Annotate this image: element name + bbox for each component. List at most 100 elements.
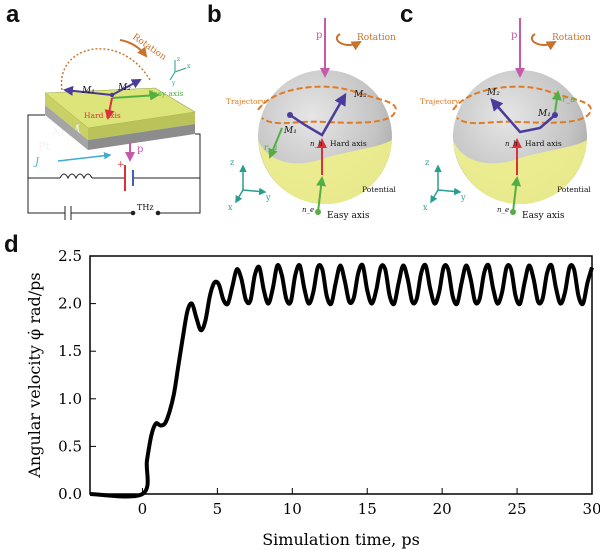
easy-axis-arrow-c <box>511 176 522 213</box>
pt-layer-front <box>88 124 195 150</box>
rotation-arrow-c <box>530 33 557 51</box>
panel-label-a: a <box>6 1 20 28</box>
y-tick-label: 2.5 <box>58 247 82 265</box>
m1-arrow-a <box>63 85 113 96</box>
axis-y-label-b: y <box>265 193 271 202</box>
easy-axis-arrow-b <box>316 176 327 213</box>
plot-frame <box>89 255 593 495</box>
ra-label-c: r_a <box>562 95 575 105</box>
y-tick-label: 0.0 <box>58 485 82 503</box>
ne-label-b: n_e <box>302 206 314 214</box>
axis-y-a <box>169 71 176 81</box>
axis-x-c <box>430 189 439 204</box>
panel-label-b: b <box>207 1 222 28</box>
nh-label-b: n_h <box>310 140 323 148</box>
rotation-label-a: Rotation <box>130 32 168 63</box>
y-axis-label: Angular velocity φ̇ rad/ps <box>25 272 44 478</box>
m2-label-b: M₂ <box>353 90 367 100</box>
x-tick-label: 10 <box>283 500 302 518</box>
rotation-arrow <box>119 39 148 58</box>
p-label-a: p <box>137 144 143 155</box>
thz-terminal-left <box>130 210 136 216</box>
ne-label-c: n_e <box>497 206 509 214</box>
axis-z-label-b: z <box>230 158 234 167</box>
current-label: J <box>33 157 40 168</box>
afm-layer-front <box>88 112 195 140</box>
current-arrow <box>57 151 112 162</box>
x-axis-label: Simulation time, ps <box>262 530 420 549</box>
trajectory-label-c: Trajectory <box>420 97 460 106</box>
angular-velocity-chart: 0 5 10 15 20 25 30 0.0 0.5 1.0 1.5 2.0 2.5 Simulati… <box>25 247 600 549</box>
nh-label-c: n_h <box>505 140 518 148</box>
series-line <box>89 262 594 499</box>
m1-label-a: M₁ <box>81 86 95 96</box>
potential-surface-c <box>453 140 587 204</box>
potential-label-b: Potential <box>362 185 396 194</box>
panel-b: b Potential Trajectory p Rotation M₁ M₂ … <box>207 1 397 221</box>
rotation-label-b: Rotation <box>357 33 396 43</box>
ra-arrow-b <box>268 127 283 159</box>
axis-z-label-a: z <box>177 56 180 63</box>
hard-axis-label-b: Hard axis <box>330 139 367 148</box>
ne-tip-c <box>510 209 516 215</box>
p-label-b: p <box>316 30 322 41</box>
rotation-arc <box>60 48 151 91</box>
thz-label: THz <box>137 203 154 212</box>
panel-label-d: d <box>4 231 19 258</box>
thz-terminal-right <box>155 210 161 216</box>
y-tick-label: 2.0 <box>58 295 82 313</box>
m1-tip-c <box>552 112 558 118</box>
hard-axis-label-c: Hard axis <box>525 139 562 148</box>
m1-tip-b <box>287 112 293 118</box>
x-ticks: 0 5 10 15 20 25 30 <box>138 488 600 518</box>
x-tick-label: 0 <box>138 500 148 518</box>
pt-label: Pt <box>38 140 50 153</box>
axis-x-label-c: x <box>423 203 428 212</box>
rotation-arrow-b <box>335 33 362 51</box>
easy-axis-arrow-a <box>111 90 160 101</box>
m2-arrow-a <box>111 79 142 96</box>
m2-label-c: M₂ <box>486 88 500 98</box>
circuit <box>27 114 201 220</box>
x-tick-label: 5 <box>213 500 223 518</box>
panel-label-c: c <box>400 1 413 28</box>
x-tick-label: 25 <box>508 500 527 518</box>
m-path-c <box>490 98 556 134</box>
m-path-b <box>289 92 347 137</box>
y-tick-label: 0.5 <box>58 437 82 455</box>
hard-axis-label-a: Hard axis <box>84 111 121 120</box>
panel-a: a Rotation z x y AFM Pt M₁ M₂ Easy axis … <box>6 1 201 220</box>
ne-tip-b <box>315 209 321 215</box>
axis-x-label-a: x <box>187 63 191 70</box>
afm-layer-left <box>45 93 88 140</box>
axis-x-b <box>235 189 244 204</box>
axis-y-label-a: y <box>171 80 176 87</box>
m2-label-a: M₂ <box>117 83 131 93</box>
y-ticks: 0.0 0.5 1.0 1.5 2.0 2.5 <box>58 247 96 503</box>
y-tick-label: 1.5 <box>58 342 82 360</box>
pt-layer-left <box>45 105 88 150</box>
trajectory-c <box>452 85 592 125</box>
x-tick-label: 15 <box>358 500 377 518</box>
axis-z-label-c: z <box>425 158 429 167</box>
easy-axis-label-b: Easy axis <box>327 211 370 221</box>
axis-y-label-c: y <box>460 193 466 202</box>
x-tick-label: 30 <box>582 500 600 518</box>
easy-axis-label-c: Easy axis <box>522 211 565 221</box>
p-label-c: p <box>511 30 517 41</box>
ra-label-b: r_a <box>264 143 277 153</box>
axis-y-b <box>242 187 267 196</box>
hard-axis-arrow-a <box>104 97 115 120</box>
x-tick-label: 20 <box>433 500 452 518</box>
easy-axis-label-a: Easy axis <box>148 89 184 98</box>
axis-y-c <box>437 187 462 196</box>
ra-arrow-c <box>551 90 562 113</box>
rotation-label-c: Rotation <box>552 33 591 43</box>
potential-label-c: Potential <box>557 185 591 194</box>
y-tick-label: 1.0 <box>58 390 82 408</box>
m1-label-b: M₁ <box>283 126 297 136</box>
axis-x-label-b: x <box>228 203 233 212</box>
m1-label-c: M₁ <box>537 109 551 119</box>
panel-d: d 0 5 10 15 20 25 30 0.0 0.5 1.0 1.5 2.0 2.5 Simula… <box>4 231 600 549</box>
